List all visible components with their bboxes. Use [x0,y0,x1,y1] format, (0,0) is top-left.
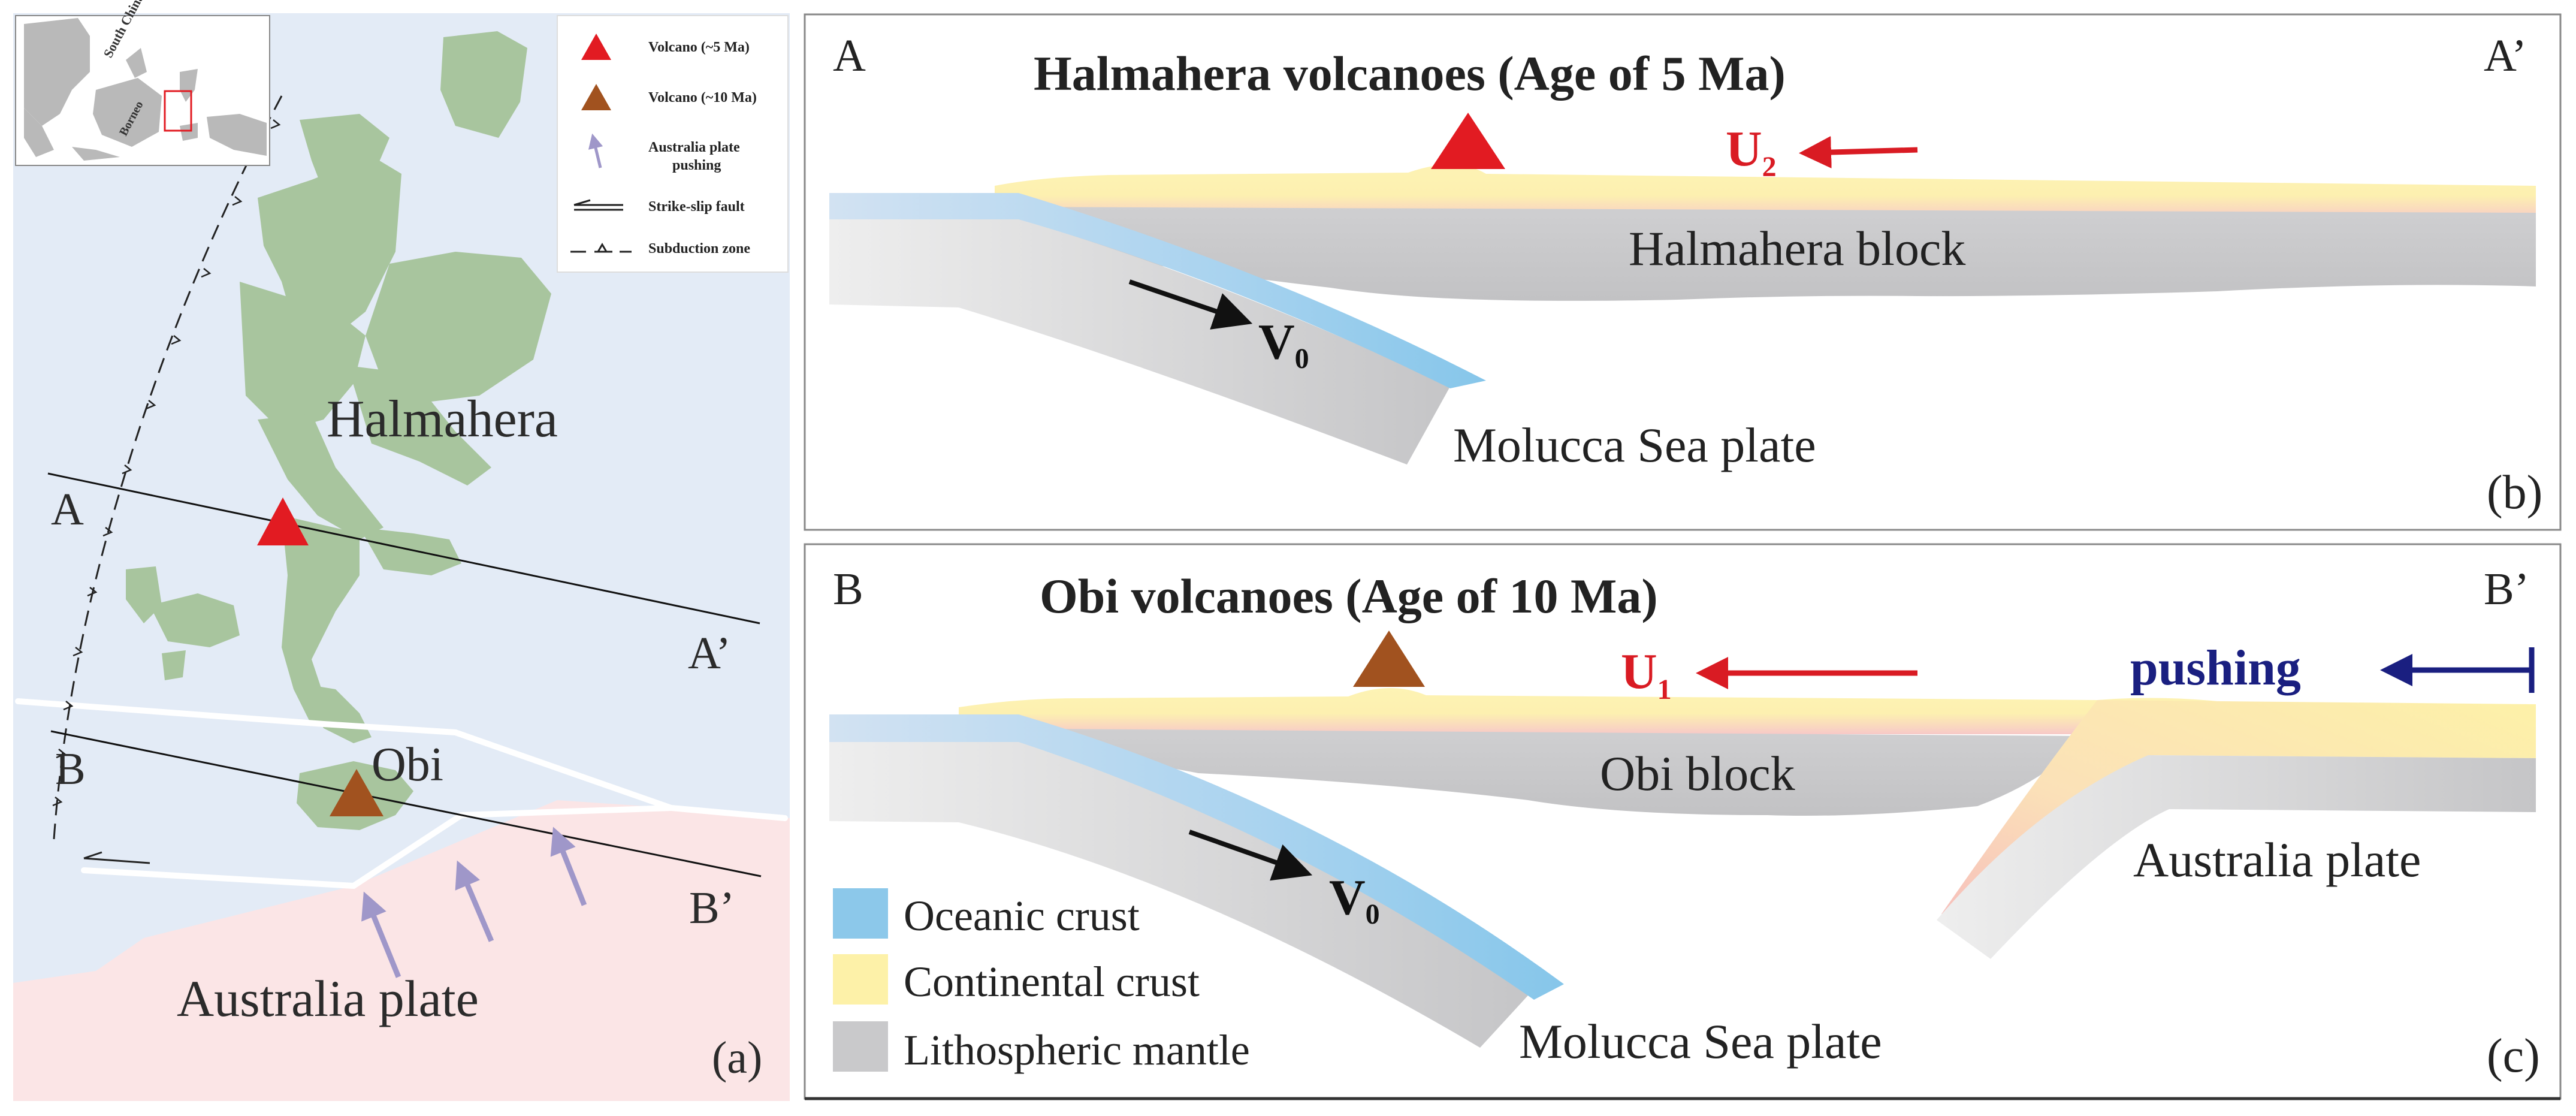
legend-pushing-arrow-icon [588,133,603,168]
volcano-5ma-marker [257,497,309,545]
b-v0-arrow [1128,279,1253,330]
b-halmahera-block-mantle [995,207,2536,301]
halmahera-label: Halmahera [327,390,558,448]
b-panel-label: (b) [2487,466,2542,519]
legend-oceanic-swatch [833,888,888,939]
c-panel-label: (c) [2487,1030,2540,1082]
c-u1-label: U1 [1621,644,1672,705]
c-title: Obi volcanoes (Age of 10 Ma) [1040,569,1658,623]
subduction-zone-line [53,95,283,840]
label-a-start: A [51,484,84,535]
b-title: Halmahera volcanoes (Age of 5 Ma) [1034,46,1786,101]
panel-b-cross-section: V0 U2 Halmahera volcanoes (Age of 5 Ma) … [804,13,2562,531]
b-u2-label: U2 [1726,121,1777,183]
australia-plate-label: Australia plate [177,970,479,1027]
legend-continental-swatch [833,954,888,1005]
profile-line-a [47,472,760,625]
b-oceanic-crust [829,193,1486,388]
label-b-end: B’ [689,883,735,933]
map-legend: Volcano (~5 Ma) Volcano (~10 Ma) Austral… [557,15,789,273]
inset-location-box [164,90,192,132]
legend-continental-text: Continental crust [904,958,1200,1006]
legend-strike-slip-text: Strike-slip fault [648,199,745,215]
legend-volcano-10ma-text: Volcano (~10 Ma) [648,90,757,105]
c-pushing-label: pushing [2130,640,2301,696]
panel-a-label: (a) [712,1033,762,1083]
panel-a-map: Halmahera Obi Australia plate A A’ B B’ … [13,0,790,1101]
panel-c-cross-section: V0 U1 pushing Obi volcanoes (Age of 10 M… [804,543,2562,1100]
obi-label: Obi [372,738,443,791]
c-slab-mantle [829,741,1534,1048]
legend-oceanic-text: Oceanic crust [904,892,1140,940]
b-continental-crust [995,164,2536,221]
legend-strike-slip-icon [573,199,623,211]
b-volcano-icon [1431,113,1505,169]
c-australia-mantle [1937,755,2536,959]
legend-subduction-text: Subduction zone [648,241,750,257]
b-right-label: A’ [2484,31,2527,81]
c-plate-label: Molucca Sea plate [1519,1014,1882,1069]
legend-volcano-5ma-icon [581,34,611,60]
inset-map: South China Sea Borneo [15,0,270,166]
legend-volcano-5ma-text: Volcano (~5 Ma) [648,40,750,55]
b-v0-label: V0 [1258,314,1309,375]
c-left-label: B [833,564,863,614]
c-block-label: Obi block [1600,746,1795,801]
b-plate-label: Molucca Sea plate [1453,418,1816,472]
legend-pushing-text-1: Australia plate [648,140,740,155]
volcano-10ma-marker [330,769,383,816]
strike-slip-faults [15,698,788,889]
c-obi-block-mantle [959,728,2085,816]
legend-volcano-10ma-icon [581,84,611,110]
australia-plate-region [13,800,790,1101]
b-u2-arrow [1799,136,1918,168]
b-left-label: A [833,31,866,81]
borneo-landmass [93,78,162,147]
c-australia-crust [1941,700,2536,935]
halmahera-island [126,31,551,743]
label-b-start: B [55,744,86,794]
legend-subduction-icon [570,243,632,253]
legend-mantle-swatch [833,1021,888,1072]
australia-pushing-arrows [361,827,587,978]
profile-line-b [50,730,762,877]
crust-legend: Oceanic crust Continental crust Lithosph… [833,888,1250,1074]
c-volcano-icon [1353,631,1425,687]
legend-mantle-text: Lithospheric mantle [904,1026,1250,1074]
label-a-end: A’ [688,628,731,678]
legend-pushing-text-2: pushing [672,158,721,173]
b-block-label: Halmahera block [1629,221,1965,276]
c-right-label: B’ [2484,564,2529,614]
subduction-teeth [52,119,281,807]
b-slab-mantle [829,219,1450,465]
c-v0-arrow [1188,830,1313,881]
c-australia-label: Australia plate [2133,833,2421,887]
strike-slip-arrow [83,851,150,864]
c-v0-label: V0 [1329,870,1380,930]
